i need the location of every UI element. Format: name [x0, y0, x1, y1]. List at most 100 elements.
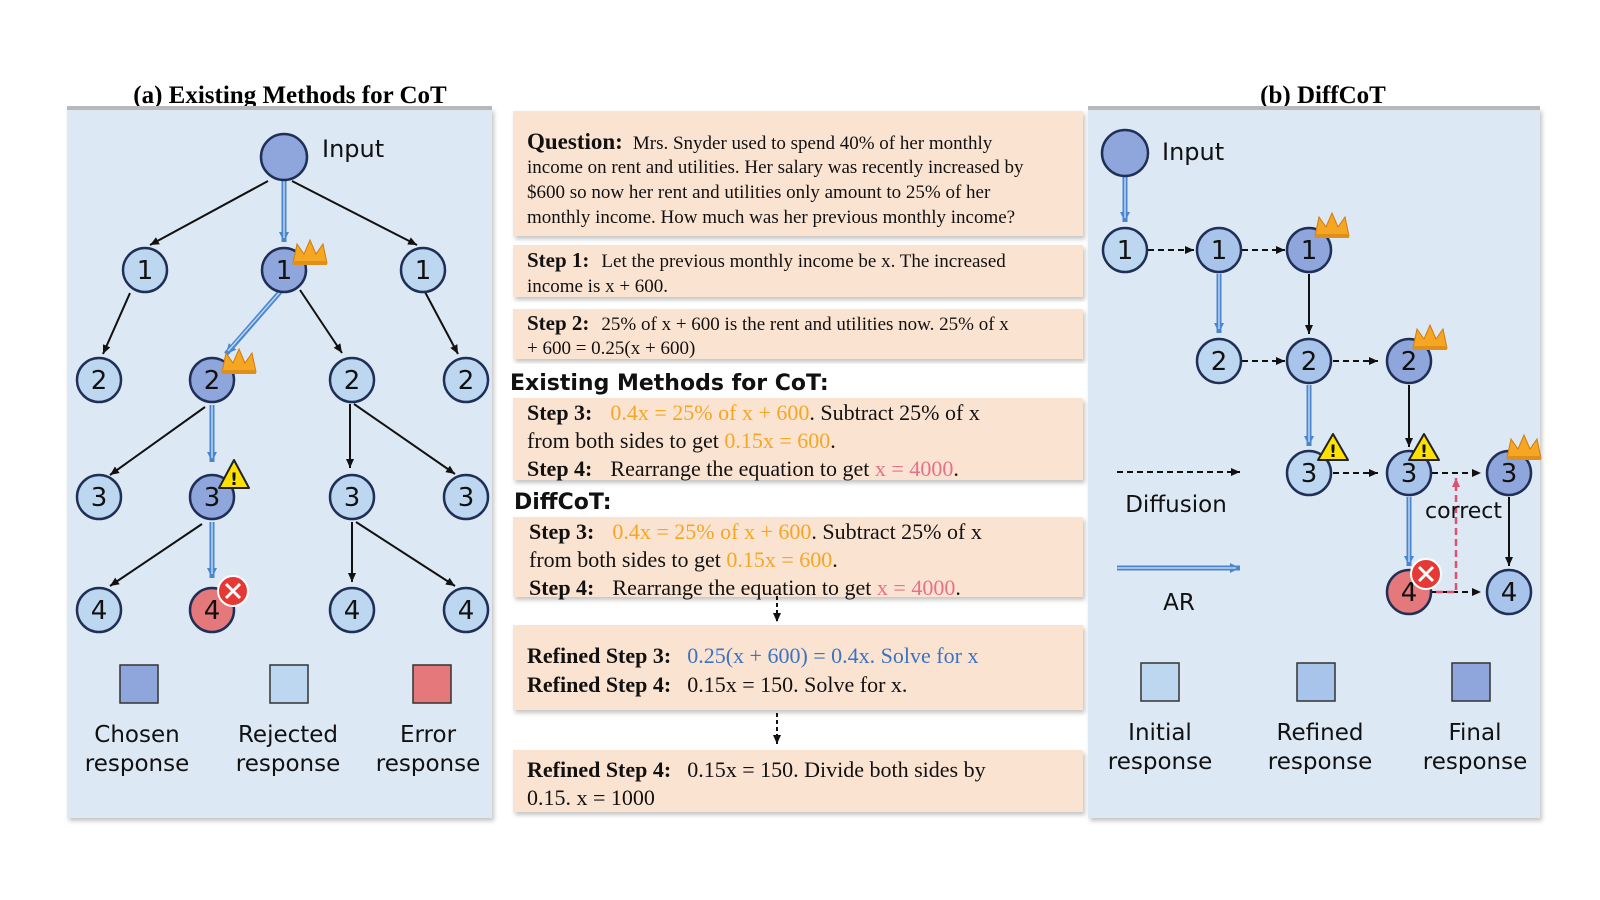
svg-text:1: 1 [1117, 236, 1134, 266]
step1-box [513, 245, 1083, 297]
warning-icon: ! [218, 459, 250, 490]
svg-text:1: 1 [276, 256, 293, 286]
right-diffusion-edges [1148, 246, 1481, 596]
left-tree-edges [102, 180, 459, 587]
svg-text:3: 3 [1301, 459, 1318, 489]
right-node-1-refined [1195, 226, 1243, 274]
diffusion-label: Diffusion [1125, 492, 1227, 518]
svg-text:4: 4 [1401, 578, 1418, 608]
right-nodes [1100, 128, 1533, 616]
svg-text:3: 3 [91, 483, 108, 513]
legend-rejected-line1: Rejected [238, 722, 338, 748]
svg-text:!: ! [1420, 442, 1428, 462]
crown-icon [221, 347, 257, 374]
left-panel-top-border [67, 106, 492, 110]
svg-text:3: 3 [1501, 459, 1518, 489]
svg-text:2: 2 [458, 366, 475, 396]
left-panel-bg [67, 108, 492, 818]
legend-error-swatch [412, 664, 452, 704]
error-x-icon [1410, 558, 1442, 590]
refined-box-1 [513, 625, 1083, 710]
legend-chosen-line1: Chosen [94, 722, 179, 748]
svg-text:!: ! [230, 470, 238, 490]
left-node-3a [75, 473, 123, 521]
svg-text:3: 3 [458, 483, 475, 513]
right-node-3-refined [1385, 449, 1433, 497]
existing-steps-box [513, 398, 1083, 480]
svg-text:1: 1 [1211, 236, 1228, 266]
legend-refined-line1: Refined [1277, 720, 1364, 746]
left-node-1c [399, 246, 447, 294]
step2-box [513, 309, 1083, 359]
svg-text:Step 3:0.4x = 25% of x + 600.: Step 3:0.4x = 25% of x + 600. Subtract 2… [527, 400, 980, 425]
svg-text:monthly income. How much was h: monthly income. How much was her previou… [527, 207, 1015, 228]
middle-column: Question:Mrs. Snyder used to spend 40% o… [510, 111, 1083, 812]
svg-text:Step 4:Rearrange the equation: Step 4:Rearrange the equation to get x =… [529, 575, 961, 600]
svg-text:from both sides to get 0.15x =: from both sides to get 0.15x = 600. [529, 547, 838, 572]
left-legend: Chosen response Rejected response Error … [85, 664, 480, 777]
correct-label: correct [1425, 499, 1502, 524]
left-node-4a [75, 586, 123, 634]
svg-text:2: 2 [91, 366, 108, 396]
question-label: Question: [527, 129, 623, 154]
left-input-node [259, 132, 309, 182]
left-panel-title: (a) Existing Methods for CoT [133, 82, 447, 109]
left-node-2c [328, 356, 376, 404]
svg-text:income is x + 600.: income is x + 600. [527, 276, 668, 297]
svg-text:$600 so now her rent and utili: $600 so now her rent and utilities only … [527, 182, 991, 203]
svg-text:2: 2 [1211, 347, 1228, 377]
crown-icon [1412, 323, 1448, 350]
left-node-2d [442, 356, 490, 404]
legend-final-swatch [1451, 662, 1491, 702]
left-node-3d [442, 473, 490, 521]
svg-text:!: ! [1329, 442, 1337, 462]
svg-text:2: 2 [204, 366, 221, 396]
svg-text:Question:Mrs. Snyder used to s: Question:Mrs. Snyder used to spend 40% o… [527, 129, 993, 154]
svg-text:Refined Step 4:0.15x = 150. Di: Refined Step 4:0.15x = 150. Divide both … [527, 757, 986, 782]
right-node-3-initial [1285, 449, 1333, 497]
legend-refined-swatch [1296, 662, 1336, 702]
svg-text:Step 4:Rearrange the equation: Step 4:Rearrange the equation to get x =… [527, 456, 959, 481]
legend-refined-line2: response [1268, 749, 1372, 775]
right-node-4-refined [1485, 568, 1533, 616]
svg-text:2: 2 [1401, 347, 1418, 377]
right-node-1-initial [1101, 226, 1149, 274]
right-node-2-refined [1285, 337, 1333, 385]
svg-text:1: 1 [1301, 236, 1318, 266]
svg-text:2: 2 [344, 366, 361, 396]
left-node-4c [328, 586, 376, 634]
svg-text:Step 2:25% of x + 600 is the r: Step 2:25% of x + 600 is the rent and ut… [527, 311, 1009, 335]
right-panel-title: (b) DiffCoT [1260, 82, 1386, 109]
svg-text:4: 4 [458, 596, 475, 626]
right-node-2-initial [1195, 337, 1243, 385]
svg-text:0.15. x = 1000: 0.15. x = 1000 [527, 785, 655, 810]
crown-icon [1314, 211, 1350, 238]
legend-error-line2: response [376, 751, 480, 777]
warning-icon: ! [1408, 433, 1440, 462]
legend-final-line2: response [1423, 749, 1527, 775]
legend-error-line1: Error [400, 722, 457, 748]
svg-text:2: 2 [1301, 347, 1318, 377]
step2-label: Step 2: [527, 311, 589, 335]
svg-text:3: 3 [344, 483, 361, 513]
warning-icon: ! [1317, 433, 1349, 462]
left-node-3c [328, 473, 376, 521]
legend-rejected-line2: response [236, 751, 340, 777]
svg-text:Refined Step 4:0.15x = 150. So: Refined Step 4:0.15x = 150. Solve for x. [527, 672, 907, 697]
svg-text:Refined Step 3:0.25(x + 600) =: Refined Step 3:0.25(x + 600) = 0.4x. Sol… [527, 643, 978, 668]
svg-text:3: 3 [1401, 459, 1418, 489]
svg-text:4: 4 [91, 596, 108, 626]
crown-icon [1506, 433, 1542, 460]
crown-icon [292, 238, 328, 265]
svg-text:+ 600 = 0.25(x + 600): + 600 = 0.25(x + 600) [527, 338, 695, 359]
diffcot-steps-box [513, 517, 1083, 597]
legend-initial-swatch [1140, 662, 1180, 702]
question-box [513, 111, 1083, 236]
existing-methods-header: Existing Methods for CoT: [510, 371, 829, 396]
ar-label: AR [1163, 590, 1195, 616]
left-input-label: Input [322, 135, 384, 163]
legend-initial-line2: response [1108, 749, 1212, 775]
legend-rejected-swatch [269, 664, 309, 704]
